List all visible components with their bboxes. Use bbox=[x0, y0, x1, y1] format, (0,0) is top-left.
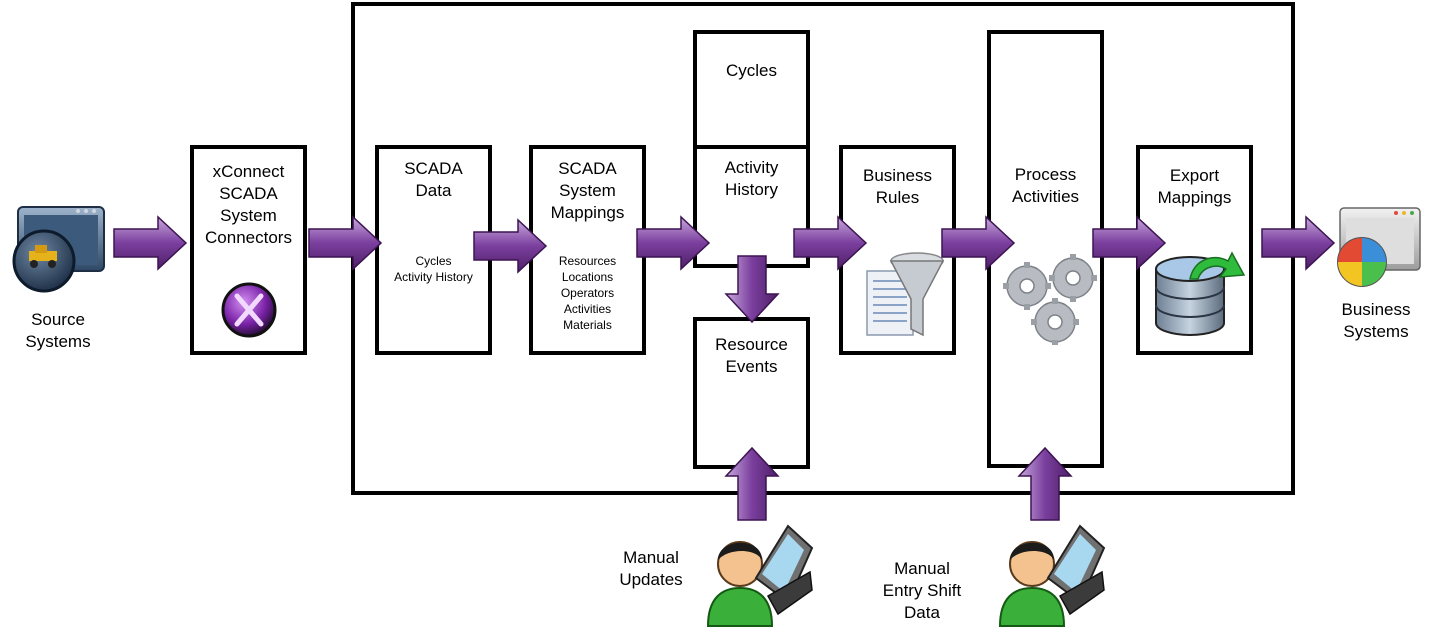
gears-icon bbox=[999, 246, 1099, 346]
business-systems-label: Business Systems bbox=[1341, 300, 1411, 341]
source-systems-label: Source Systems bbox=[25, 310, 91, 351]
manual-updates-label: Manual Updates bbox=[619, 548, 683, 589]
cycles-title: Cycles bbox=[725, 61, 777, 80]
process-activities-box: Process Activities bbox=[987, 30, 1104, 468]
xconnect-logo-icon bbox=[221, 282, 277, 338]
manual-updates-user-icon bbox=[698, 518, 814, 628]
arrow-process-to-export bbox=[1092, 215, 1167, 271]
arrow-scada-data-to-mappings bbox=[473, 218, 548, 274]
arrow-mappings-to-activity-history bbox=[636, 215, 711, 271]
arrow-xconnect-to-scada-data bbox=[308, 215, 383, 271]
funnel-filter-icon bbox=[863, 249, 945, 341]
arrow-export-to-business-systems bbox=[1261, 215, 1336, 271]
scada-system-mappings-box: SCADA System Mappings Resources Location… bbox=[529, 145, 646, 355]
arrow-manual-entry-to-process bbox=[1017, 446, 1073, 521]
manual-entry-user-icon bbox=[990, 518, 1106, 628]
business-systems-icon bbox=[1332, 206, 1422, 292]
arrow-source-to-xconnect bbox=[113, 215, 188, 271]
activity-history-box: Activity History bbox=[693, 145, 810, 268]
scada-mappings-title: SCADA System Mappings bbox=[550, 159, 625, 222]
resource-events-title: Resource Events bbox=[715, 335, 788, 376]
scada-data-box: SCADA Data Cycles Activity History bbox=[375, 145, 492, 355]
process-activities-title: Process Activities bbox=[1011, 165, 1080, 206]
manual-entry-label: Manual Entry Shift Data bbox=[882, 559, 962, 622]
cycles-box: Cycles bbox=[693, 30, 810, 149]
xconnect-title: xConnect SCADA System Connectors bbox=[205, 162, 292, 247]
activity-history-title: Activity History bbox=[724, 158, 779, 199]
scada-data-title: SCADA Data bbox=[404, 159, 463, 200]
business-rules-title: Business Rules bbox=[863, 166, 932, 207]
business-rules-box: Business Rules bbox=[839, 145, 956, 355]
scada-mappings-sub: Resources Locations Operators Activities… bbox=[558, 254, 617, 332]
xconnect-connectors-box: xConnect SCADA System Connectors bbox=[190, 145, 307, 355]
scada-data-sub: Cycles Activity History bbox=[394, 254, 473, 284]
source-systems-icon bbox=[12, 205, 108, 297]
arrow-activity-history-to-business-rules bbox=[793, 215, 868, 271]
arrow-activity-history-to-resource-events bbox=[724, 255, 780, 324]
export-mappings-title: Export Mappings bbox=[1157, 166, 1232, 207]
arrow-business-rules-to-process bbox=[941, 215, 1016, 271]
database-export-icon bbox=[1150, 249, 1248, 341]
arrow-manual-updates-to-resource-events bbox=[724, 446, 780, 521]
